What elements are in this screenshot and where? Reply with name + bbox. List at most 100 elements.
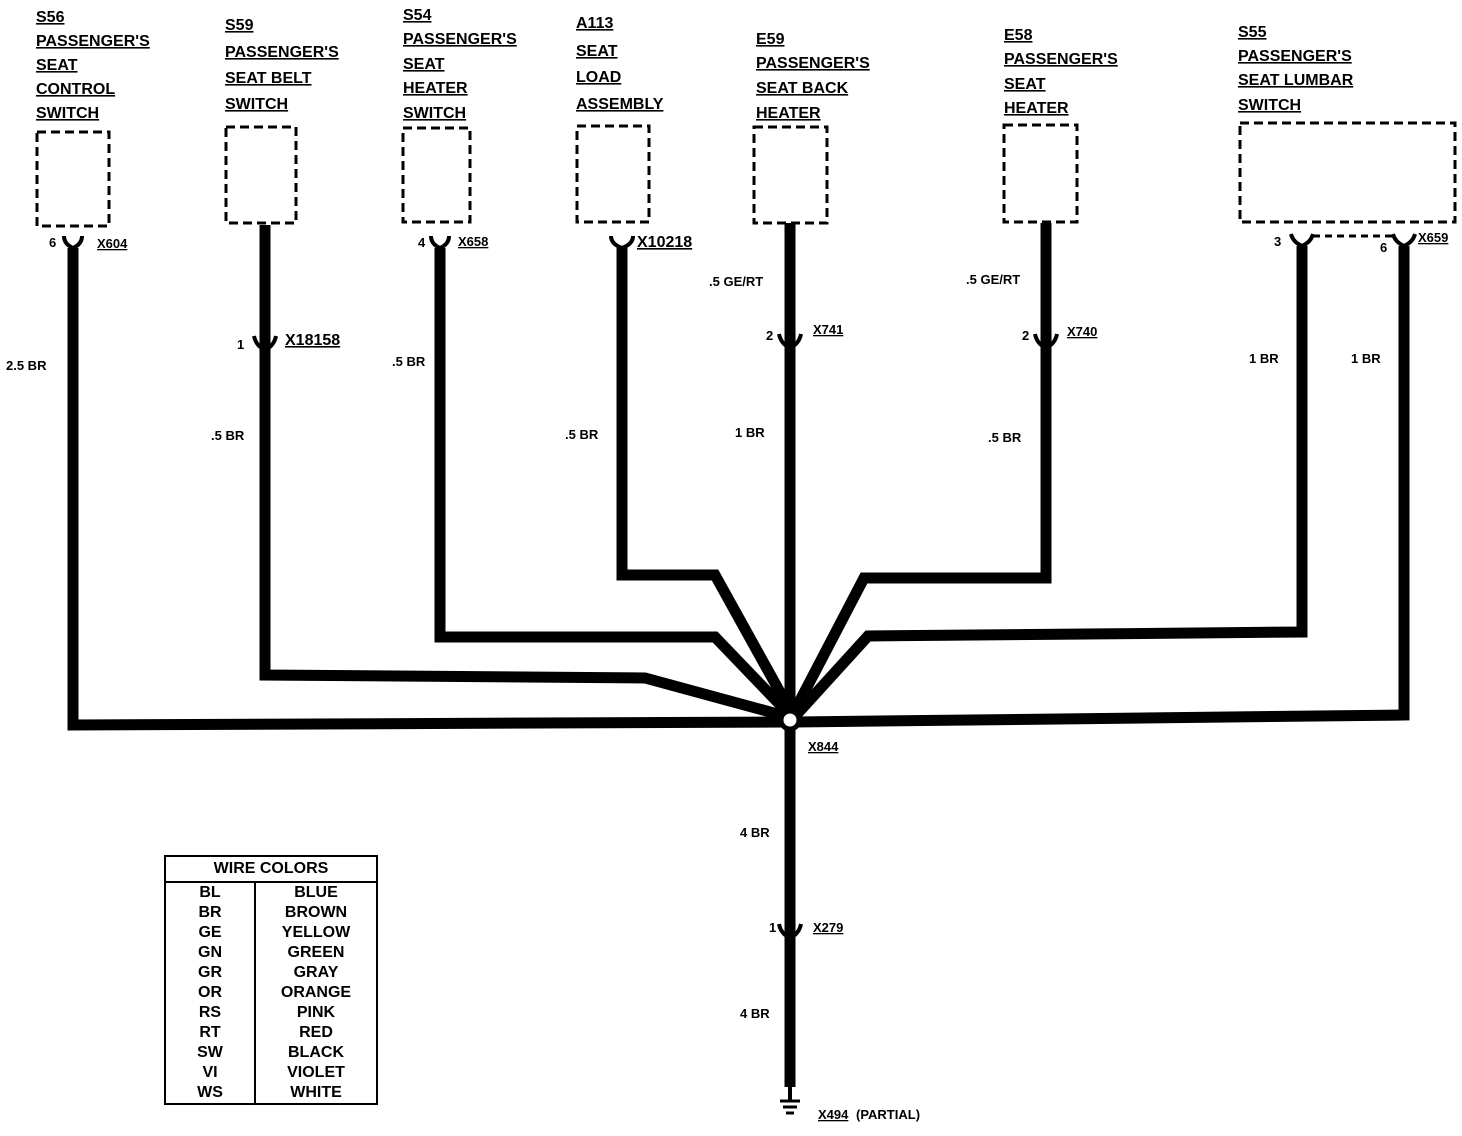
pin-number: 3 xyxy=(1274,234,1281,249)
connector-id: X658 xyxy=(458,234,488,249)
connector-symbol xyxy=(252,335,278,353)
component-s59: S59 PASSENGER'S SEAT BELT SWITCH xyxy=(224,17,339,225)
legend-row: GN GREEN xyxy=(166,943,376,963)
component-name-line: HEATER xyxy=(756,105,821,122)
component-name-line: SEAT xyxy=(403,56,445,73)
legend-code: VI xyxy=(166,1063,256,1083)
connector-id: X741 xyxy=(813,322,843,337)
connector-symbol xyxy=(1391,233,1417,249)
legend-color: WHITE xyxy=(290,1084,342,1101)
legend-row: WS WHITE xyxy=(166,1083,376,1103)
legend-row: GR GRAY xyxy=(166,963,376,983)
legend-row: OR ORANGE xyxy=(166,983,376,1003)
legend-code: GE xyxy=(166,923,256,943)
component-name-line: SWITCH xyxy=(1238,97,1301,114)
legend-color: GREEN xyxy=(287,944,345,961)
component-box xyxy=(401,126,472,224)
component-name-line: SEAT xyxy=(576,43,618,60)
pin-number: 1 xyxy=(237,337,244,352)
wire-label: 2.5 BR xyxy=(6,358,47,373)
legend-code: SW xyxy=(166,1043,256,1063)
component-name-line: PASSENGER'S xyxy=(1004,51,1118,68)
pin-number: 2 xyxy=(766,328,773,343)
connector-symbol xyxy=(429,235,451,251)
pin-number: 2 xyxy=(1022,328,1029,343)
component-name-line: PASSENGER'S xyxy=(403,31,517,48)
legend-code: OR xyxy=(166,983,256,1003)
component-id: A113 xyxy=(576,15,613,32)
component-e59: E59 PASSENGER'S SEAT BACK HEATER xyxy=(752,31,870,225)
wire-label: .5 BR xyxy=(392,354,426,369)
ground-note: (PARTIAL) xyxy=(856,1107,920,1122)
component-id: E58 xyxy=(1004,27,1033,44)
component-id: S54 xyxy=(403,7,432,24)
connector-symbol xyxy=(1289,233,1315,249)
component-s55: S55 PASSENGER'S SEAT LUMBAR SWITCH xyxy=(1238,24,1457,224)
component-s54: S54 PASSENGER'S SEAT HEATER SWITCH xyxy=(401,7,517,224)
connector-symbol xyxy=(777,923,803,941)
component-box xyxy=(1002,123,1079,224)
legend-code: BR xyxy=(166,903,256,923)
component-id: S56 xyxy=(36,9,65,26)
component-name-line: ASSEMBLY xyxy=(576,96,664,113)
connector-id: X279 xyxy=(813,920,843,935)
wires xyxy=(67,223,1410,1087)
component-name-line: SEAT BELT xyxy=(225,70,312,87)
legend-code: GN xyxy=(166,943,256,963)
component-name-line: PASSENGER'S xyxy=(1238,48,1352,65)
legend-title: WIRE COLORS xyxy=(166,857,376,883)
wire-label: 1 BR xyxy=(1351,351,1381,366)
wire-s56 xyxy=(67,248,786,731)
component-id: S59 xyxy=(225,17,254,34)
wire-label: 4 BR xyxy=(740,1006,770,1021)
component-e58: E58 PASSENGER'S SEAT HEATER xyxy=(1002,27,1118,224)
legend-row: GE YELLOW xyxy=(166,923,376,943)
component-name-line: HEATER xyxy=(1004,100,1069,117)
ground-icon xyxy=(780,1087,800,1115)
wire-label: 1 BR xyxy=(735,425,765,440)
legend-color: ORANGE xyxy=(280,984,352,1001)
legend-color: BLUE xyxy=(294,884,338,901)
legend-code: WS xyxy=(166,1083,256,1103)
wire-label: .5 BR xyxy=(988,430,1022,445)
connector-id: X18158 xyxy=(285,332,340,349)
wire-e58 xyxy=(789,223,1052,715)
wire-s59 xyxy=(259,225,787,722)
ground-label: X494 (PARTIAL) xyxy=(818,1107,920,1122)
wire-label: 1 BR xyxy=(1249,351,1279,366)
connector-symbol xyxy=(609,235,635,251)
component-name-line: SWITCH xyxy=(225,96,288,113)
connector-id: X659 xyxy=(1418,230,1448,245)
component-name-line: PASSENGER'S xyxy=(225,44,339,61)
connector-symbol xyxy=(62,235,84,251)
component-box xyxy=(35,130,111,228)
component-name-line: SEAT LUMBAR xyxy=(1238,72,1354,89)
component-id: S55 xyxy=(1238,24,1267,41)
wire-s55-pin3 xyxy=(792,246,1308,718)
pin-number: 6 xyxy=(1380,240,1387,255)
legend-code: GR xyxy=(166,963,256,983)
legend-color: GRAY xyxy=(293,964,339,981)
pin-number: 4 xyxy=(418,235,426,250)
component-name-line: SEAT BACK xyxy=(756,80,849,97)
legend-code: RT xyxy=(166,1023,256,1043)
connector-id: X740 xyxy=(1067,324,1097,339)
wire-s55-pin6 xyxy=(794,246,1410,728)
component-name-line: SEAT xyxy=(36,57,78,74)
component-name-line: CONTROL xyxy=(36,81,115,98)
legend-code: BL xyxy=(166,883,256,903)
legend-color: YELLOW xyxy=(281,924,351,941)
wire-s54 xyxy=(434,248,792,717)
legend-color: RED xyxy=(299,1024,333,1041)
component-id: E59 xyxy=(756,31,785,48)
connector-id: X10218 xyxy=(637,234,692,251)
ground-id: X494 xyxy=(818,1107,849,1122)
legend-row: RT RED xyxy=(166,1023,376,1043)
component-s56: S56 PASSENGER'S SEAT CONTROL SWITCH xyxy=(35,9,150,228)
component-box xyxy=(575,124,651,224)
